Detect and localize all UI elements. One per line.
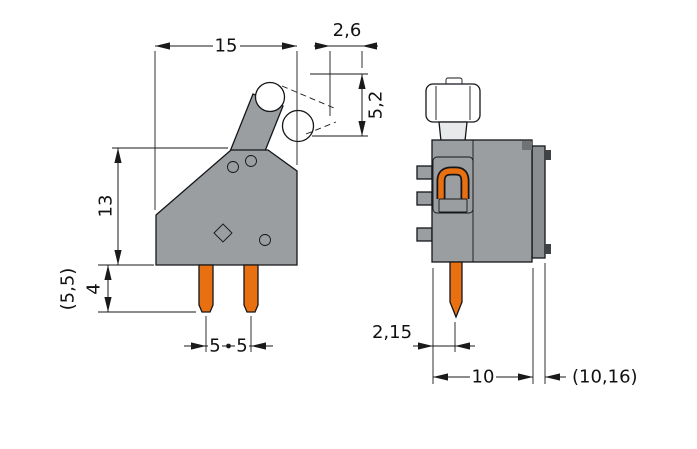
dim-pin-length: 4 (5,5)	[58, 265, 196, 313]
side-step-tab-bottom	[544, 244, 551, 254]
clamp-block-orange	[438, 198, 468, 213]
side-view: 15 2,6 5,2 13 4	[58, 20, 387, 357]
dim-pin-pitch: 5 5	[184, 316, 273, 357]
front-view: 2,15 10 (10,16)	[372, 77, 638, 388]
side-step-tab-top	[544, 150, 551, 160]
left-tab-2	[416, 191, 433, 206]
lever-stem	[438, 121, 468, 142]
body-hole-upper-left	[227, 161, 239, 173]
body-hole-lower	[259, 234, 271, 246]
dim-label-pin-offset: 2,15	[372, 322, 412, 343]
body-hole-upper-right	[245, 155, 257, 167]
dim-label-lever-tip-height: 5,2	[366, 91, 387, 120]
left-tab-1	[416, 165, 433, 180]
dim-label-pin-length: 4	[84, 283, 105, 294]
solder-pin-right	[243, 264, 259, 313]
solder-pin-front	[449, 261, 463, 319]
dim-label-body-width: 10	[472, 367, 495, 388]
dim-lever-tip-width: 2,6	[314, 20, 378, 116]
lever-head	[425, 83, 481, 123]
dim-label-pitch-right: 5	[236, 336, 247, 357]
side-step-block	[531, 145, 546, 259]
dim-label-pitch-left: 5	[209, 336, 220, 357]
lever-tip-circle	[254, 81, 286, 113]
dim-center-dot	[226, 343, 231, 349]
projection-dashed-line-lower	[305, 121, 337, 135]
dim-label-overall-depth-alt: (10,16)	[572, 367, 638, 388]
clamp-spring-orange	[438, 168, 468, 199]
body-corner-notch	[522, 141, 532, 150]
dim-overall-width: 15	[154, 36, 298, 210]
body-diamond-marker	[213, 223, 233, 243]
clamp-cage	[432, 156, 474, 214]
dim-label-body-height: 13	[96, 195, 117, 218]
left-tab-3	[416, 227, 433, 242]
dim-pin-offset: 2,15	[372, 268, 475, 384]
dim-lever-tip-height: 5,2	[310, 73, 387, 137]
projection-dashed-line-upper	[281, 85, 335, 109]
lever-roller-circle	[281, 109, 315, 143]
dim-body-width: 10	[433, 268, 534, 388]
terminal-body-front	[431, 139, 533, 263]
dim-label-overall-width: 15	[215, 36, 238, 57]
solder-pin-left	[198, 264, 214, 313]
terminal-body-side	[155, 149, 298, 266]
dim-overall-depth: (10,16)	[544, 263, 638, 388]
dim-label-lever-tip-width: 2,6	[333, 20, 362, 41]
dim-label-pin-length-alt: (5,5)	[58, 268, 79, 311]
